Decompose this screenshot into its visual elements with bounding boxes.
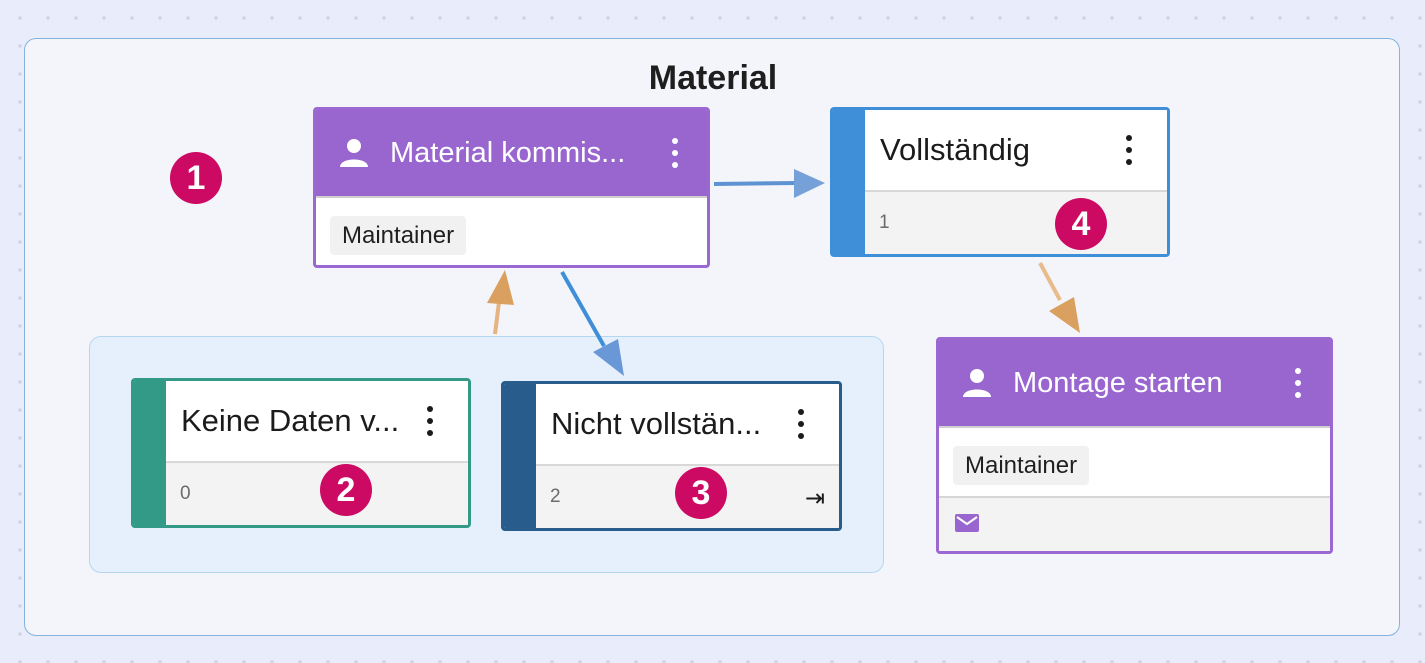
status-title: Vollständig bbox=[880, 132, 1030, 167]
group-title: Material bbox=[648, 59, 778, 97]
status-node-keine-daten[interactable]: Keine Daten v... 0 bbox=[131, 378, 471, 528]
callout-badge-3: 3 bbox=[675, 467, 727, 519]
status-count: 1 bbox=[879, 212, 890, 233]
task-title: Material kommis... bbox=[390, 136, 626, 169]
more-menu-icon[interactable] bbox=[791, 409, 811, 439]
status-count: 0 bbox=[180, 483, 191, 504]
task-title: Montage starten bbox=[1013, 366, 1223, 399]
callout-badge-4: 4 bbox=[1055, 198, 1107, 250]
task-body: Maintainer bbox=[316, 196, 707, 265]
status-header: Nicht vollstän... bbox=[536, 384, 839, 466]
status-title: Nicht vollstän... bbox=[551, 406, 762, 441]
more-menu-icon[interactable] bbox=[665, 138, 685, 168]
task-header: Material kommis... bbox=[316, 110, 707, 196]
status-stripe bbox=[833, 110, 865, 254]
task-body: Maintainer bbox=[939, 426, 1330, 496]
task-header: Montage starten bbox=[939, 340, 1330, 426]
person-icon bbox=[340, 139, 368, 167]
task-footer bbox=[939, 496, 1330, 551]
status-stripe bbox=[134, 381, 166, 525]
status-node-nicht-vollstaendig[interactable]: Nicht vollstän... 2 ⇥ bbox=[501, 381, 842, 531]
edge-vollstaendig-to-montage[interactable] bbox=[1038, 262, 1080, 333]
edge-material-to-nicht-vollstaendig[interactable] bbox=[560, 271, 624, 376]
task-node-material-kommissionieren[interactable]: Material kommis... Maintainer bbox=[313, 107, 710, 268]
role-chip: Maintainer bbox=[953, 446, 1090, 485]
edge-material-to-vollstaendig[interactable] bbox=[713, 169, 825, 198]
edge-keine-daten-to-material[interactable] bbox=[487, 270, 514, 335]
status-title: Keine Daten v... bbox=[181, 403, 400, 438]
callout-badge-1: 1 bbox=[170, 152, 222, 204]
more-menu-icon[interactable] bbox=[420, 406, 440, 436]
status-count: 2 bbox=[550, 486, 561, 507]
mail-icon[interactable] bbox=[955, 514, 979, 532]
callout-badge-2: 2 bbox=[320, 464, 372, 516]
more-menu-icon[interactable] bbox=[1119, 135, 1139, 165]
task-node-montage-starten[interactable]: Montage starten Maintainer bbox=[936, 337, 1333, 554]
person-icon bbox=[963, 369, 991, 397]
status-node-vollstaendig[interactable]: Vollständig 1 bbox=[830, 107, 1170, 257]
status-header: Keine Daten v... bbox=[166, 381, 468, 463]
more-menu-icon[interactable] bbox=[1288, 368, 1308, 398]
role-chip: Maintainer bbox=[330, 216, 467, 255]
status-stripe bbox=[504, 384, 536, 528]
status-footer: 0 bbox=[166, 463, 468, 525]
status-footer: 1 bbox=[865, 192, 1167, 254]
status-header: Vollständig bbox=[865, 110, 1167, 192]
goto-end-icon[interactable]: ⇥ bbox=[804, 485, 825, 512]
